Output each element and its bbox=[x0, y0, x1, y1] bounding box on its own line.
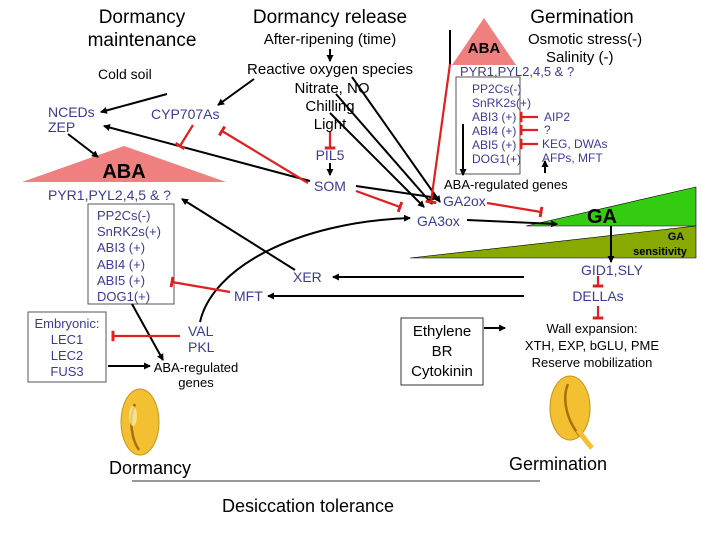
zep-label: ZEP bbox=[48, 119, 75, 135]
ga-label: GA bbox=[587, 206, 617, 228]
left-box-item: PP2Cs(-) bbox=[97, 208, 150, 223]
factor-light: Light bbox=[314, 116, 347, 133]
inhibit-mft-abi5 bbox=[169, 276, 231, 294]
receptors-left: PYR1,PYL2,4,5 & ? bbox=[48, 187, 171, 203]
left-signaling-box bbox=[87, 203, 175, 305]
aba-genes-left-1: ABA-regulated bbox=[154, 360, 239, 375]
arrow-nitrate-to-ga3ox bbox=[335, 93, 433, 205]
arrow-som-to-nceds bbox=[102, 124, 311, 182]
embryonic-item: LEC2 bbox=[51, 348, 84, 363]
aba-label-right: ABA bbox=[468, 40, 501, 57]
keg-label: KEG, DWAs bbox=[542, 137, 608, 151]
aip2-label: AIP2 bbox=[544, 110, 570, 124]
heading-germination: Germination bbox=[530, 7, 634, 28]
cyp707as-label: CYP707As bbox=[151, 106, 219, 122]
left-box-item: ABI3 (+) bbox=[97, 240, 145, 255]
right-box-item: ABI3 (+) bbox=[472, 110, 516, 124]
inhibit-som-ga3ox bbox=[355, 189, 404, 213]
hormone-ethylene: Ethylene bbox=[413, 323, 471, 340]
receptors-right: PYR1,PYL2,4,5 & ? bbox=[460, 64, 574, 79]
inhibit-aba-ga3ox bbox=[425, 63, 452, 205]
arrow-box-to-aba-genes bbox=[131, 303, 164, 361]
arrow-ros-to-cyp707as bbox=[217, 78, 255, 106]
left-box-item: ABI5 (+) bbox=[97, 273, 145, 288]
heading-dormancy-release: Dormancy release bbox=[253, 7, 407, 28]
hormone-br: BR bbox=[432, 343, 453, 360]
gid1-label: GID1,SLY bbox=[581, 262, 644, 278]
xer-label: XER bbox=[293, 269, 322, 285]
nceds-label: NCEDs bbox=[48, 104, 95, 120]
left-box-list: PP2Cs(-) SnRK2s(+) ABI3 (+) ABI4 (+) ABI… bbox=[97, 208, 161, 304]
right-box-item: DOG1(+) bbox=[472, 152, 521, 166]
som-label: SOM bbox=[314, 178, 346, 194]
right-box-list: PP2Cs(-) SnRK2s(+) ABI3 (+) ABI4 (+) ABI… bbox=[472, 82, 531, 166]
left-box-item: SnRK2s(+) bbox=[97, 224, 161, 239]
mft-label: MFT bbox=[234, 288, 263, 304]
bottom-germination: Germination bbox=[509, 454, 607, 474]
heading-maintenance: maintenance bbox=[88, 30, 197, 51]
aba-genes-left-2: genes bbox=[178, 375, 214, 390]
left-box-item: DOG1(+) bbox=[97, 289, 150, 304]
val-label: VAL bbox=[188, 323, 214, 339]
arrow-ga3ox-to-ga bbox=[466, 219, 559, 228]
factor-after-ripening: After-ripening (time) bbox=[264, 31, 397, 48]
salinity: Salinity (-) bbox=[546, 49, 614, 66]
arrow-ros-to-ga3ox bbox=[351, 76, 441, 203]
embryonic-item: FUS3 bbox=[50, 364, 83, 379]
right-box-item: ABI5 (+) bbox=[472, 138, 516, 152]
ga-sensitivity-1: GA bbox=[668, 231, 685, 243]
right-box-item: ABI4 (+) bbox=[472, 124, 516, 138]
arrow-val-to-ga3ox bbox=[199, 214, 412, 323]
embryonic-title: Embryonic: bbox=[34, 316, 99, 331]
arrow-chilling-to-ga3ox bbox=[329, 112, 425, 208]
embryonic-box bbox=[27, 311, 107, 383]
left-box-item: ABI4 (+) bbox=[97, 257, 145, 272]
germinating-seed-icon bbox=[549, 375, 594, 450]
inhibit-som-cyp707as bbox=[217, 125, 309, 184]
inhibit-ga2ox-ga bbox=[486, 201, 544, 218]
ga3ox-label: GA3ox bbox=[417, 213, 460, 229]
cold-soil: Cold soil bbox=[98, 66, 152, 82]
desiccation-tolerance: Desiccation tolerance bbox=[222, 496, 394, 516]
factor-chilling: Chilling bbox=[305, 98, 354, 115]
ga-sensitivity-2: sensitivity bbox=[633, 246, 688, 258]
embryonic-item: LEC1 bbox=[51, 332, 84, 347]
aba-label-left: ABA bbox=[102, 161, 145, 183]
qmark-label: ? bbox=[544, 123, 551, 137]
hormone-cytokinin: Cytokinin bbox=[411, 363, 473, 380]
pil5-label: PIL5 bbox=[316, 147, 345, 163]
reserve-mobilization: Reserve mobilization bbox=[532, 355, 653, 370]
inhibit-cyp707as-aba bbox=[174, 124, 194, 151]
bottom-dormancy: Dormancy bbox=[109, 458, 191, 478]
arrow-coldsoil-to-nceds bbox=[99, 93, 168, 114]
dormant-seed-icon bbox=[120, 388, 160, 456]
wall-genes: XTH, EXP, bGLU, PME bbox=[525, 338, 659, 353]
aba-genes-right: ABA-regulated genes bbox=[444, 177, 568, 192]
hormones-box bbox=[400, 317, 484, 386]
ga2ox-label: GA2ox bbox=[443, 193, 486, 209]
factor-ros: Reactive oxygen species bbox=[247, 61, 413, 78]
wall-expansion: Wall expansion: bbox=[546, 321, 637, 336]
afps-label: AFPs, MFT bbox=[542, 151, 603, 165]
dellas-label: DELLAs bbox=[572, 288, 623, 304]
arrow-xer-to-receptors bbox=[181, 198, 296, 271]
aba-triangle-left bbox=[22, 146, 226, 182]
arrow-nceds-to-aba bbox=[67, 133, 99, 158]
ga-sensitivity-triangle bbox=[409, 225, 697, 259]
heading-dormancy: Dormancy bbox=[99, 7, 186, 28]
osmotic-stress: Osmotic stress(-) bbox=[528, 31, 642, 48]
aba-triangle-right bbox=[452, 18, 516, 65]
pkl-label: PKL bbox=[188, 339, 215, 355]
factor-nitrate: Nitrate, NO bbox=[294, 80, 369, 97]
right-box-item: PP2Cs(-) bbox=[472, 82, 521, 96]
right-box-item: SnRK2s(+) bbox=[472, 96, 531, 110]
